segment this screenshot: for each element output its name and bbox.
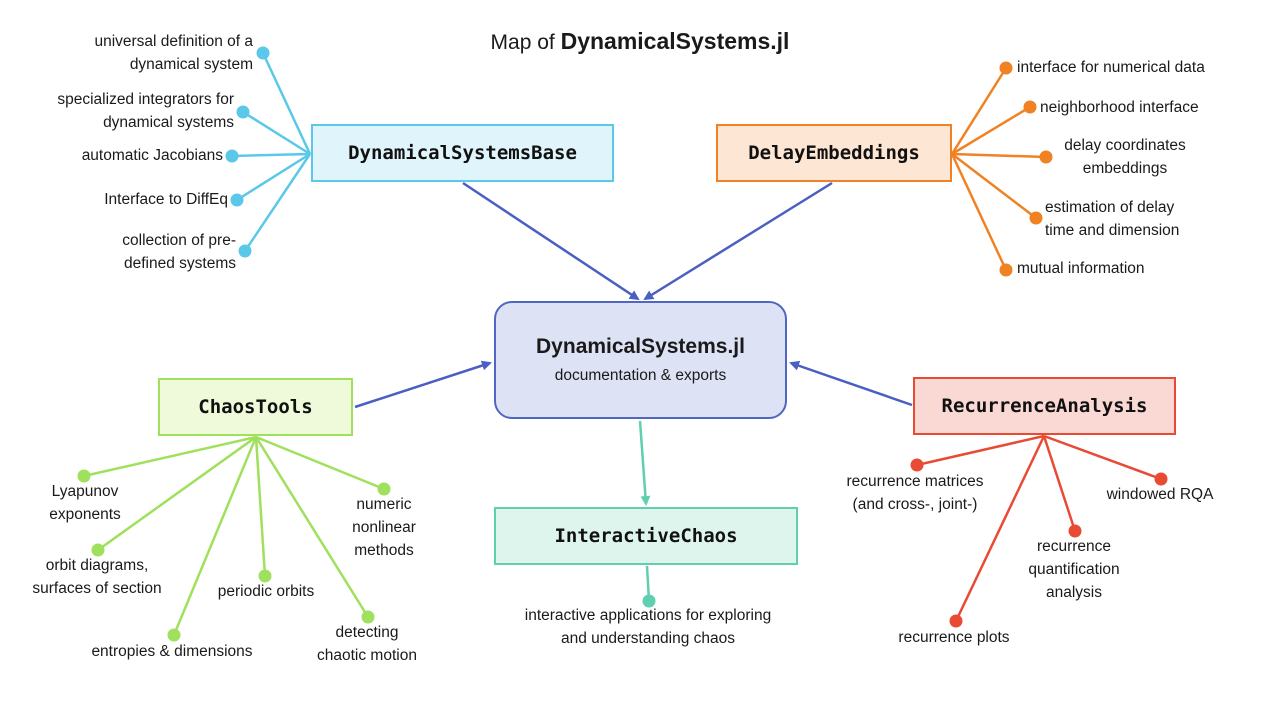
connector-recurrence-1 bbox=[954, 435, 1046, 622]
title-name: DynamicalSystems.jl bbox=[560, 28, 790, 54]
connector-chaos-5 bbox=[255, 435, 385, 491]
module-box-chaostools: ChaosTools bbox=[158, 378, 353, 436]
feature-label-interactive-0: interactive applications for exploring a… bbox=[524, 607, 772, 647]
connector-chaos-3 bbox=[254, 436, 267, 577]
feature-dot-base-2 bbox=[225, 149, 239, 163]
feature-label-chaos-3: periodic orbits bbox=[217, 583, 315, 600]
feature-dot-recurrence-3 bbox=[1154, 472, 1168, 486]
feature-dot-recurrence-1 bbox=[949, 614, 963, 628]
feature-dot-base-1 bbox=[236, 105, 250, 119]
module-box-dynamicalsystemsbase: DynamicalSystemsBase bbox=[311, 124, 614, 182]
feature-label-delay-0: interface for numerical data bbox=[1017, 59, 1205, 76]
feature-dot-delay-4 bbox=[999, 263, 1013, 277]
feature-dot-delay-0 bbox=[999, 61, 1013, 75]
feature-label-recurrence-0: recurrence matrices (and cross-, joint-) bbox=[846, 473, 984, 513]
center-node: DynamicalSystems.jl documentation & expo… bbox=[494, 301, 787, 419]
module-box-recurrenceanalysis: RecurrenceAnalysis bbox=[913, 377, 1176, 435]
feature-label-recurrence-2: recurrence quantification analysis bbox=[1028, 538, 1120, 601]
feature-label-base-1: specialized integrators for dynamical sy… bbox=[57, 91, 234, 131]
feature-label-base-2: automatic Jacobians bbox=[81, 147, 223, 164]
connector-delay-1 bbox=[951, 105, 1031, 156]
feature-label-delay-1: neighborhood interface bbox=[1040, 99, 1199, 116]
connector-recurrence-2 bbox=[1042, 435, 1077, 532]
feature-dot-recurrence-0 bbox=[910, 458, 924, 472]
connector-base-3 bbox=[236, 152, 311, 202]
module-box-delayembeddings: DelayEmbeddings bbox=[716, 124, 952, 182]
feature-label-base-3: Interface to DiffEq bbox=[104, 191, 228, 208]
diagram-title: Map of DynamicalSystems.jl bbox=[0, 28, 1280, 55]
feature-dot-delay-1 bbox=[1023, 100, 1037, 114]
connector-chaos-0 bbox=[83, 435, 257, 478]
feature-label-chaos-5: numeric nonlinear methods bbox=[352, 496, 416, 559]
feature-label-delay-4: mutual information bbox=[1017, 260, 1145, 277]
feature-dot-base-3 bbox=[230, 193, 244, 207]
feature-label-recurrence-3: windowed RQA bbox=[1106, 486, 1214, 503]
feature-label-delay-3: estimation of delay time and dimension bbox=[1045, 199, 1180, 239]
connector-base-4 bbox=[243, 153, 312, 252]
feature-dot-chaos-4 bbox=[361, 610, 375, 624]
feature-dot-chaos-1 bbox=[91, 543, 105, 557]
connector-delay-0 bbox=[950, 67, 1008, 155]
center-title: DynamicalSystems.jl bbox=[536, 335, 745, 358]
center-subtitle: documentation & exports bbox=[554, 367, 727, 384]
feature-label-delay-2: delay coordinates embeddings bbox=[1064, 137, 1186, 177]
feature-dot-chaos-2 bbox=[167, 628, 181, 642]
feature-dot-delay-2 bbox=[1039, 150, 1053, 164]
feature-label-base-4: collection of pre- defined systems bbox=[122, 232, 236, 272]
feature-label-base-0: universal definition of a dynamical syst… bbox=[94, 33, 253, 73]
feature-label-chaos-1: orbit diagrams, surfaces of section bbox=[32, 557, 162, 597]
feature-dot-chaos-0 bbox=[77, 469, 91, 483]
arrow-base-to-center bbox=[462, 181, 640, 301]
feature-dot-delay-3 bbox=[1029, 211, 1043, 225]
feature-label-chaos-0: Lyapunov exponents bbox=[49, 483, 121, 523]
title-prefix: Map of bbox=[490, 31, 561, 54]
module-box-interactivechaos: InteractiveChaos bbox=[494, 507, 798, 565]
feature-dot-base-4 bbox=[238, 244, 252, 258]
connector-delay-2 bbox=[951, 152, 1047, 159]
feature-dot-chaos-3 bbox=[258, 569, 272, 583]
connector-base-2 bbox=[231, 152, 311, 158]
connector-delay-4 bbox=[950, 153, 1008, 271]
connector-recurrence-3 bbox=[1043, 434, 1162, 481]
feature-dot-chaos-5 bbox=[377, 482, 391, 496]
connector-chaos-4 bbox=[254, 436, 370, 618]
arrow-center-to-interactive bbox=[638, 420, 651, 506]
connector-base-0 bbox=[261, 52, 312, 155]
connector-chaos-1 bbox=[97, 435, 257, 552]
arrow-recurrence-to-center bbox=[789, 360, 913, 407]
arrow-chaos-to-center bbox=[354, 360, 492, 409]
connector-base-1 bbox=[242, 110, 311, 156]
connector-recurrence-0 bbox=[916, 434, 1045, 467]
feature-label-recurrence-1: recurrence plots bbox=[898, 629, 1010, 646]
connector-chaos-2 bbox=[172, 436, 258, 636]
feature-label-chaos-2: entropies & dimensions bbox=[91, 643, 253, 660]
feature-dot-recurrence-2 bbox=[1068, 524, 1082, 538]
connector-delay-3 bbox=[951, 153, 1037, 219]
feature-dot-interactive-0 bbox=[642, 594, 656, 608]
feature-label-chaos-4: detecting chaotic motion bbox=[317, 624, 417, 664]
feature-dot-base-0 bbox=[256, 46, 270, 60]
arrow-delay-to-center bbox=[643, 181, 833, 301]
